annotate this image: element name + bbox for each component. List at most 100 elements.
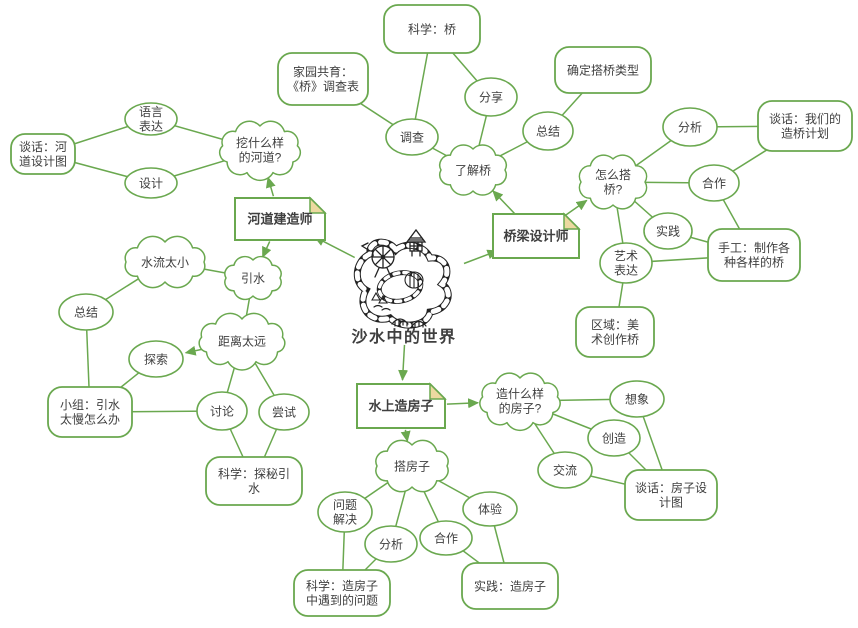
bridge-icon [391, 318, 427, 328]
handcraft-bridges-label: 手工：制作各种各样的桥 [718, 240, 790, 270]
node-create[interactable]: 创造 [587, 419, 641, 457]
imagine-label: 想象 [625, 391, 649, 406]
node-area-art-bridge[interactable]: 区域：美术创作桥 [575, 306, 655, 358]
communicate-shape [537, 451, 593, 489]
node-problem-solve[interactable]: 问题解决 [317, 491, 373, 533]
node-analyze-bottom[interactable]: 分析 [364, 525, 418, 563]
node-talk-house-design[interactable]: 谈话：房子设计图 [624, 469, 718, 521]
node-cooperate-right[interactable]: 合作 [688, 164, 740, 202]
node-experience[interactable]: 体验 [462, 491, 518, 527]
talk-river-design-shape [10, 133, 76, 175]
node-communicate[interactable]: 交流 [537, 451, 593, 489]
node-art-express[interactable]: 艺术表达 [599, 242, 653, 284]
node-analyze-right[interactable]: 分析 [662, 107, 718, 147]
know-bridge-label: 了解桥 [455, 163, 491, 177]
node-yinshui[interactable]: 引水 [224, 255, 282, 301]
node-share[interactable]: 分享 [464, 77, 518, 117]
node-science-explore-water[interactable]: 科学：探秘引水 [205, 456, 303, 506]
yinshui-label: 引水 [241, 271, 265, 285]
survey-label: 调查 [400, 130, 424, 144]
home-coop-survey-label: 家园共育：《桥》调查表 [287, 64, 359, 94]
yinshui-shape [224, 255, 282, 301]
dig-canal-q-label: 挖什么样的河道? [236, 135, 284, 165]
node-survey[interactable]: 调查 [385, 118, 439, 156]
node-summary-left[interactable]: 总结 [58, 293, 114, 331]
science-bridge-label: 科学：桥 [408, 21, 456, 36]
node-home-coop-survey[interactable]: 家园共育：《桥》调查表 [277, 52, 369, 106]
node-explore[interactable]: 探索 [128, 340, 184, 378]
nodes-layer: 谈话：河道设计图语言表达设计挖什么样的河道?河道建造师水流太小引水总结距离太远探… [10, 4, 853, 617]
node-imagine[interactable]: 想象 [609, 380, 665, 418]
home-coop-survey-shape [277, 52, 369, 106]
node-water-house[interactable]: 水上造房子 [356, 382, 447, 429]
what-house-q-shape [479, 372, 561, 432]
node-talk-river-design[interactable]: 谈话：河道设计图 [10, 133, 76, 175]
node-know-bridge[interactable]: 了解桥 [439, 144, 507, 196]
node-design[interactable]: 设计 [124, 167, 178, 199]
talk-house-design-shape [624, 469, 718, 521]
bridge-designer-label: 桥梁设计师 [503, 228, 568, 243]
talk-bridge-plan-shape [757, 100, 853, 152]
bridge-designer-fold-corner [563, 212, 581, 230]
science-bridge-shape [383, 4, 481, 54]
group-slow-water-shape [47, 386, 133, 438]
canal-builder-fold-corner [309, 196, 327, 214]
what-house-q-label: 造什么样的房子? [496, 386, 544, 416]
node-how-build-q[interactable]: 怎么搭桥? [578, 154, 648, 210]
canal-builder-label: 河道建造师 [247, 211, 312, 226]
edge-water-house-build-house [400, 429, 411, 443]
node-science-bridge[interactable]: 科学：桥 [383, 4, 481, 54]
node-try[interactable]: 尝试 [258, 393, 310, 431]
node-practice-build-house[interactable]: 实践：造房子 [461, 562, 559, 610]
cooperate-right-shape [688, 164, 740, 202]
node-practice-right[interactable]: 实践 [643, 212, 693, 250]
node-canal-builder[interactable]: 河道建造师 [234, 196, 327, 241]
water-house-label: 水上造房子 [368, 398, 433, 413]
center-illustration-icon [353, 228, 452, 329]
cooperate-right-label: 合作 [702, 175, 726, 190]
node-talk-bridge-plan[interactable]: 谈话：我们的造桥计划 [757, 100, 853, 152]
node-cooperate-bottom[interactable]: 合作 [419, 520, 473, 556]
cooperate-bottom-shape [419, 520, 473, 556]
node-build-house[interactable]: 搭房子 [375, 439, 449, 493]
node-water-flow-small[interactable]: 水流太小 [124, 235, 206, 289]
node-dig-canal-q[interactable]: 挖什么样的河道? [218, 120, 302, 182]
area-art-bridge-label: 区域：美术创作桥 [591, 318, 639, 347]
problem-solve-shape [317, 491, 373, 533]
edge-bridge-designer-how-build-q [562, 199, 588, 218]
water-flow-small-shape [124, 235, 206, 289]
edge-center-water-house [398, 344, 409, 381]
water-house-fold-corner [429, 382, 447, 400]
canal-builder-shape [234, 197, 326, 241]
summary-left-shape [58, 293, 114, 331]
build-house-label: 搭房子 [394, 458, 430, 473]
node-lang-express[interactable]: 语言表达 [124, 102, 178, 136]
know-bridge-shape [439, 144, 507, 196]
analyze-bottom-label: 分析 [379, 537, 403, 551]
node-what-house-q[interactable]: 造什么样的房子? [479, 372, 561, 432]
edge-canal-builder-dig-canal-q [265, 176, 276, 197]
try-shape [258, 393, 310, 431]
node-bridge-designer[interactable]: 桥梁设计师 [492, 212, 581, 259]
handcraft-bridges-shape [707, 228, 801, 282]
edge-water-house-what-house-q [446, 398, 480, 409]
node-group-slow-water[interactable]: 小组：引水太慢怎么办 [47, 386, 133, 438]
design-shape [124, 167, 178, 199]
node-center[interactable]: 沙水中的世界 [351, 228, 456, 346]
share-shape [464, 77, 518, 117]
how-build-q-shape [578, 154, 648, 210]
edge-distance-far-explore [184, 345, 202, 356]
node-discuss[interactable]: 讨论 [196, 391, 248, 431]
node-handcraft-bridges[interactable]: 手工：制作各种各样的桥 [707, 228, 801, 282]
experience-shape [462, 491, 518, 527]
hut-icon [405, 228, 427, 257]
confirm-bridge-type-shape [554, 46, 652, 94]
science-explore-water-shape [205, 456, 303, 506]
node-summary-top[interactable]: 总结 [522, 111, 574, 151]
analyze-right-label: 分析 [678, 120, 702, 134]
node-science-house-problems[interactable]: 科学：造房子中遇到的问题 [293, 569, 391, 617]
analyze-right-shape [662, 107, 718, 147]
node-distance-far[interactable]: 距离太远 [198, 312, 286, 371]
node-confirm-bridge-type[interactable]: 确定搭桥类型 [554, 46, 652, 94]
